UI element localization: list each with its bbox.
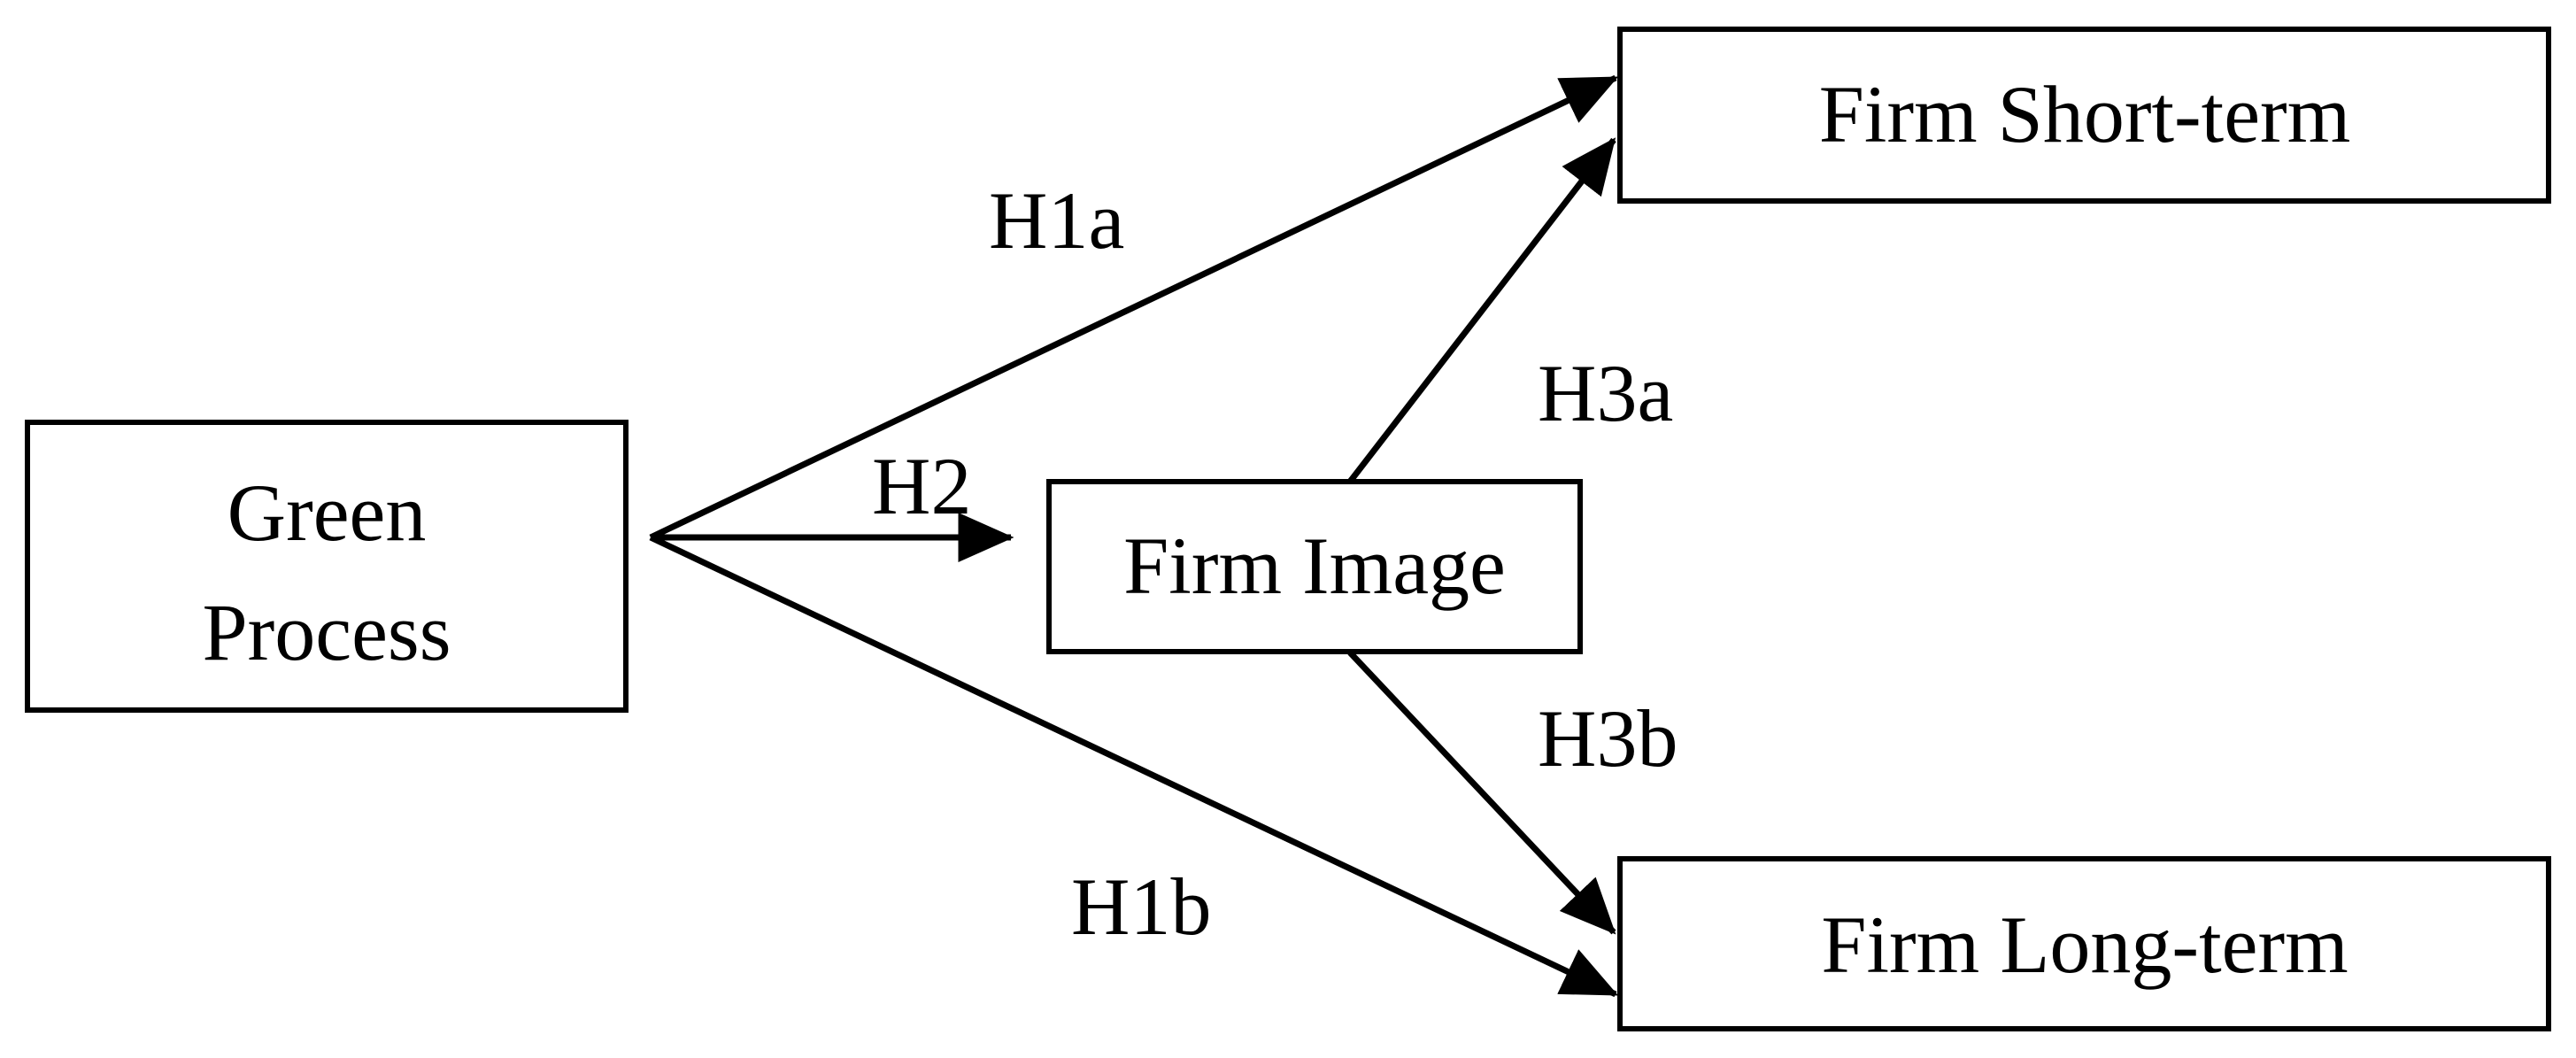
node-firm-image: Firm Image — [1046, 479, 1583, 654]
edge-h3b-label: H3b — [1538, 693, 1677, 784]
edge-h3a-arrow — [1347, 137, 1616, 484]
node-firm-long-term-label: Firm Long-term — [1821, 900, 2348, 990]
edge-h1a-label: H1a — [989, 175, 1124, 266]
node-green-process: Green Process — [25, 420, 629, 713]
node-firm-short-term-label: Firm Short-term — [1819, 69, 2351, 159]
node-green-process-label-line2: Process — [202, 587, 451, 677]
node-firm-long-term: Firm Long-term — [1617, 856, 2551, 1031]
node-green-process-box — [25, 420, 629, 713]
node-firm-short-term: Firm Short-term — [1617, 27, 2551, 204]
edge-h1b-label: H1b — [1071, 861, 1211, 952]
edge-h3b-arrow — [1347, 650, 1616, 935]
node-firm-image-box — [1046, 479, 1583, 654]
node-firm-long-term-box — [1617, 856, 2551, 1031]
edge-h1b-arrow — [649, 534, 1619, 998]
edge-h1a-arrow — [649, 74, 1619, 541]
edge-h2-label: H2 — [872, 441, 971, 531]
edge-h3a-label: H3a — [1538, 348, 1673, 438]
node-firm-short-term-box — [1617, 27, 2551, 204]
node-firm-image-label: Firm Image — [1123, 521, 1506, 611]
node-green-process-label-line1: Green — [228, 467, 427, 558]
